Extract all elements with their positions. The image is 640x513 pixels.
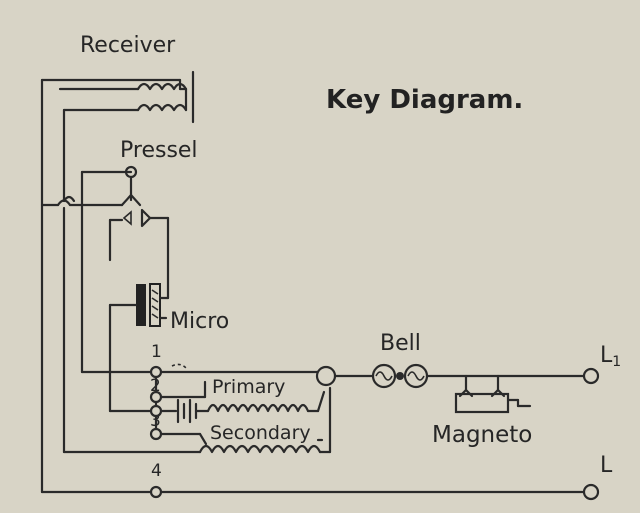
line-1-label: L1 [600,343,621,370]
magneto-label: Magneto [432,422,532,448]
pressel-switch [80,165,170,374]
terminal-4 [149,485,163,499]
primary-label: Primary [212,376,285,398]
terminal-4-label: 4 [151,461,162,481]
terminal-1-label: 1 [151,342,162,362]
pressel-label: Pressel [120,138,198,163]
line-terminals [582,367,600,501]
receiver-symbol [58,70,195,124]
terminal-wiring [40,303,202,494]
bell-label: Bell [380,331,421,356]
left-wiring [40,78,188,494]
diagram-title: Key Diagram. [326,85,523,115]
magneto-symbol [454,374,532,414]
line-2-label: L [600,453,613,478]
terminal-3b [149,427,163,441]
terminal-1 [149,365,163,379]
terminal-3 [149,404,163,418]
induction-coil [159,380,332,454]
bell-symbol [371,363,586,389]
secondary-label: Secondary [210,422,311,444]
junction-terminal [315,365,337,387]
terminal-strip: 1 2 3 4 [149,342,163,499]
micro-label: Micro [170,309,229,334]
main-line [159,365,586,494]
receiver-label: Receiver [80,33,176,58]
microphone-symbol [108,283,170,327]
line-1-terminal [582,367,600,385]
line-2-terminal [582,483,600,501]
